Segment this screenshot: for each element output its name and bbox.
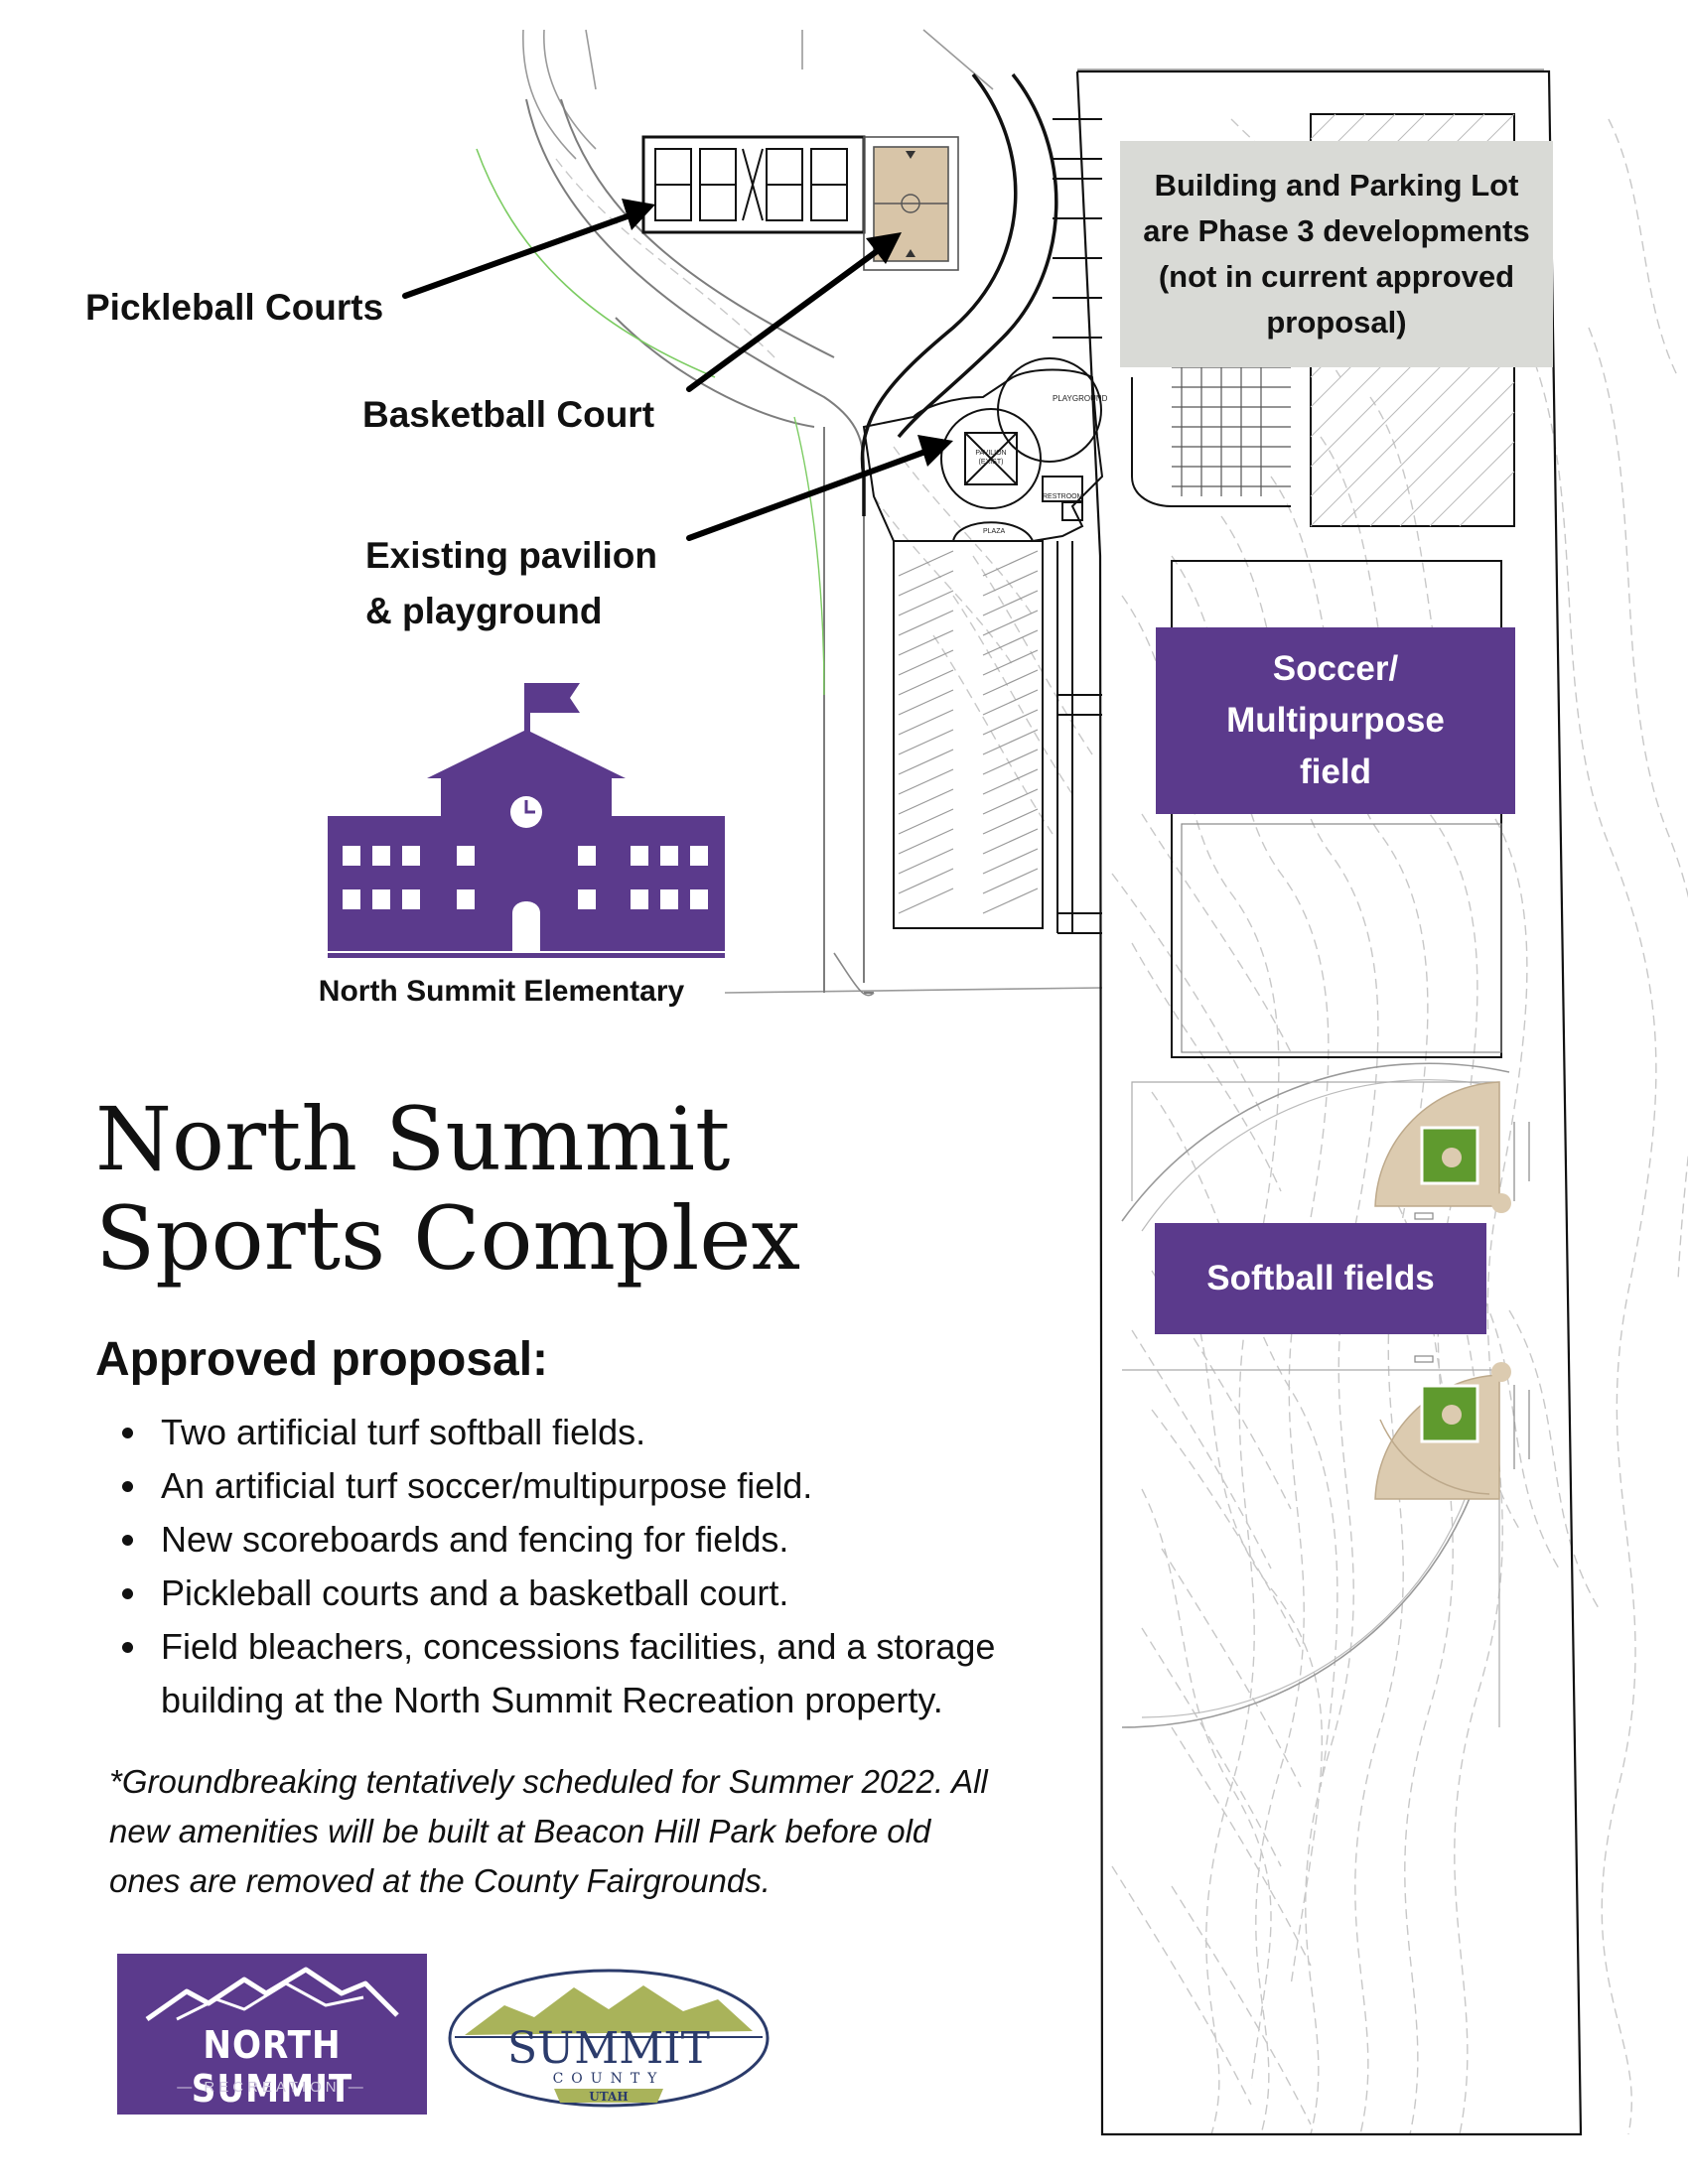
plan-label-playground: PLAYGROUND	[1053, 394, 1108, 403]
phase3-note-line2: are Phase 3 developments	[1143, 213, 1530, 248]
school-windows	[343, 796, 708, 951]
pickleball-courts-plan	[641, 135, 866, 234]
callout-pavilion-line1: Existing pavilion	[365, 535, 657, 576]
softball-field-1	[1121, 1062, 1530, 1232]
entry-drive	[860, 72, 1058, 516]
terrain-contours	[555, 118, 1688, 2135]
list-item: Two artificial turf softball fields.	[151, 1406, 1074, 1459]
phase3-note-line1: Building and Parking Lot	[1154, 168, 1519, 203]
callout-arrows	[402, 199, 953, 541]
phase3-note-line3: (not in current approved	[1158, 259, 1515, 294]
clock-hands	[524, 800, 535, 814]
list-item: New scoreboards and fencing for fields.	[151, 1513, 1074, 1567]
softball-dugout	[1414, 1355, 1434, 1363]
soccer-label-line2: Multipurpose	[1226, 701, 1445, 740]
county-logo-name: SUMMIT	[507, 2023, 710, 2074]
callout-pavilion-line2: & playground	[365, 591, 603, 631]
plan-label-pavilion: PAVILION	[975, 450, 1006, 457]
groundbreaking-footnote: *Groundbreaking tentatively scheduled fo…	[109, 1763, 988, 1899]
softball-field-2	[1121, 1362, 1530, 1728]
parcel-lines	[522, 29, 1544, 994]
soccer-label-line1: Soccer/	[1272, 649, 1399, 688]
softball-label-text: Softball fields	[1206, 1259, 1435, 1297]
mountain-icon	[145, 1967, 399, 2022]
recreation-logo-name: NORTH SUMMIT	[191, 2023, 353, 2111]
soccer-inner-line	[1181, 823, 1502, 1053]
county-logo-state: UTAH	[589, 2090, 628, 2104]
green-edge-line	[476, 148, 716, 378]
west-parking-lot	[833, 540, 1102, 997]
proposal-list: Two artificial turf softball fields. An …	[109, 1406, 1074, 1727]
site-boundary	[1075, 69, 1583, 2136]
title-line2: Sports Complex	[95, 1187, 801, 1290]
list-item: Field bleachers, concessions facilities,…	[151, 1620, 1074, 1727]
north-summit-recreation-logo: NORTH SUMMIT — RECREATION —	[117, 1954, 427, 2115]
phase3-parking-stalls	[1172, 357, 1291, 496]
green-edge-line	[793, 416, 825, 696]
softball-dugout	[1414, 1212, 1434, 1220]
phase3-note-line4: proposal)	[1266, 305, 1407, 340]
summit-county-logo: SUMMIT COUNTY UTAH	[448, 1969, 770, 2108]
title-line1: North Summit	[95, 1088, 731, 1190]
callout-basketball-court: Basketball Court	[362, 394, 655, 435]
page-title: North Summit Sports Complex	[95, 1090, 800, 1289]
pavilion-cluster	[862, 357, 1104, 542]
callout-pickleball-courts: Pickleball Courts	[85, 287, 384, 328]
proposal-heading: Approved proposal:	[95, 1333, 549, 1386]
phase3-note: Building and Parking Lot are Phase 3 dev…	[1120, 141, 1553, 367]
school-caption: North Summit Elementary	[318, 975, 685, 1008]
callout-existing-pavilion: Existing pavilion & playground	[365, 528, 657, 639]
school-building-icon	[328, 683, 725, 958]
list-item: Pickleball courts and a basketball court…	[151, 1567, 1074, 1620]
plan-label-plaza: PLAZA	[983, 528, 1006, 535]
county-logo-word: COUNTY	[553, 2071, 665, 2087]
soccer-field-label: Soccer/ Multipurpose field	[1156, 627, 1515, 814]
plan-label-pavilion-exist: (EXIST)	[979, 459, 1004, 466]
plan-label-restroom: RESTROOM	[1043, 493, 1083, 500]
list-item: An artificial turf soccer/multipurpose f…	[151, 1459, 1074, 1513]
softball-fields-label: Softball fields	[1155, 1223, 1486, 1334]
soccer-label-line3: field	[1300, 752, 1371, 791]
recreation-logo-sub: — RECREATION —	[177, 2079, 367, 2096]
